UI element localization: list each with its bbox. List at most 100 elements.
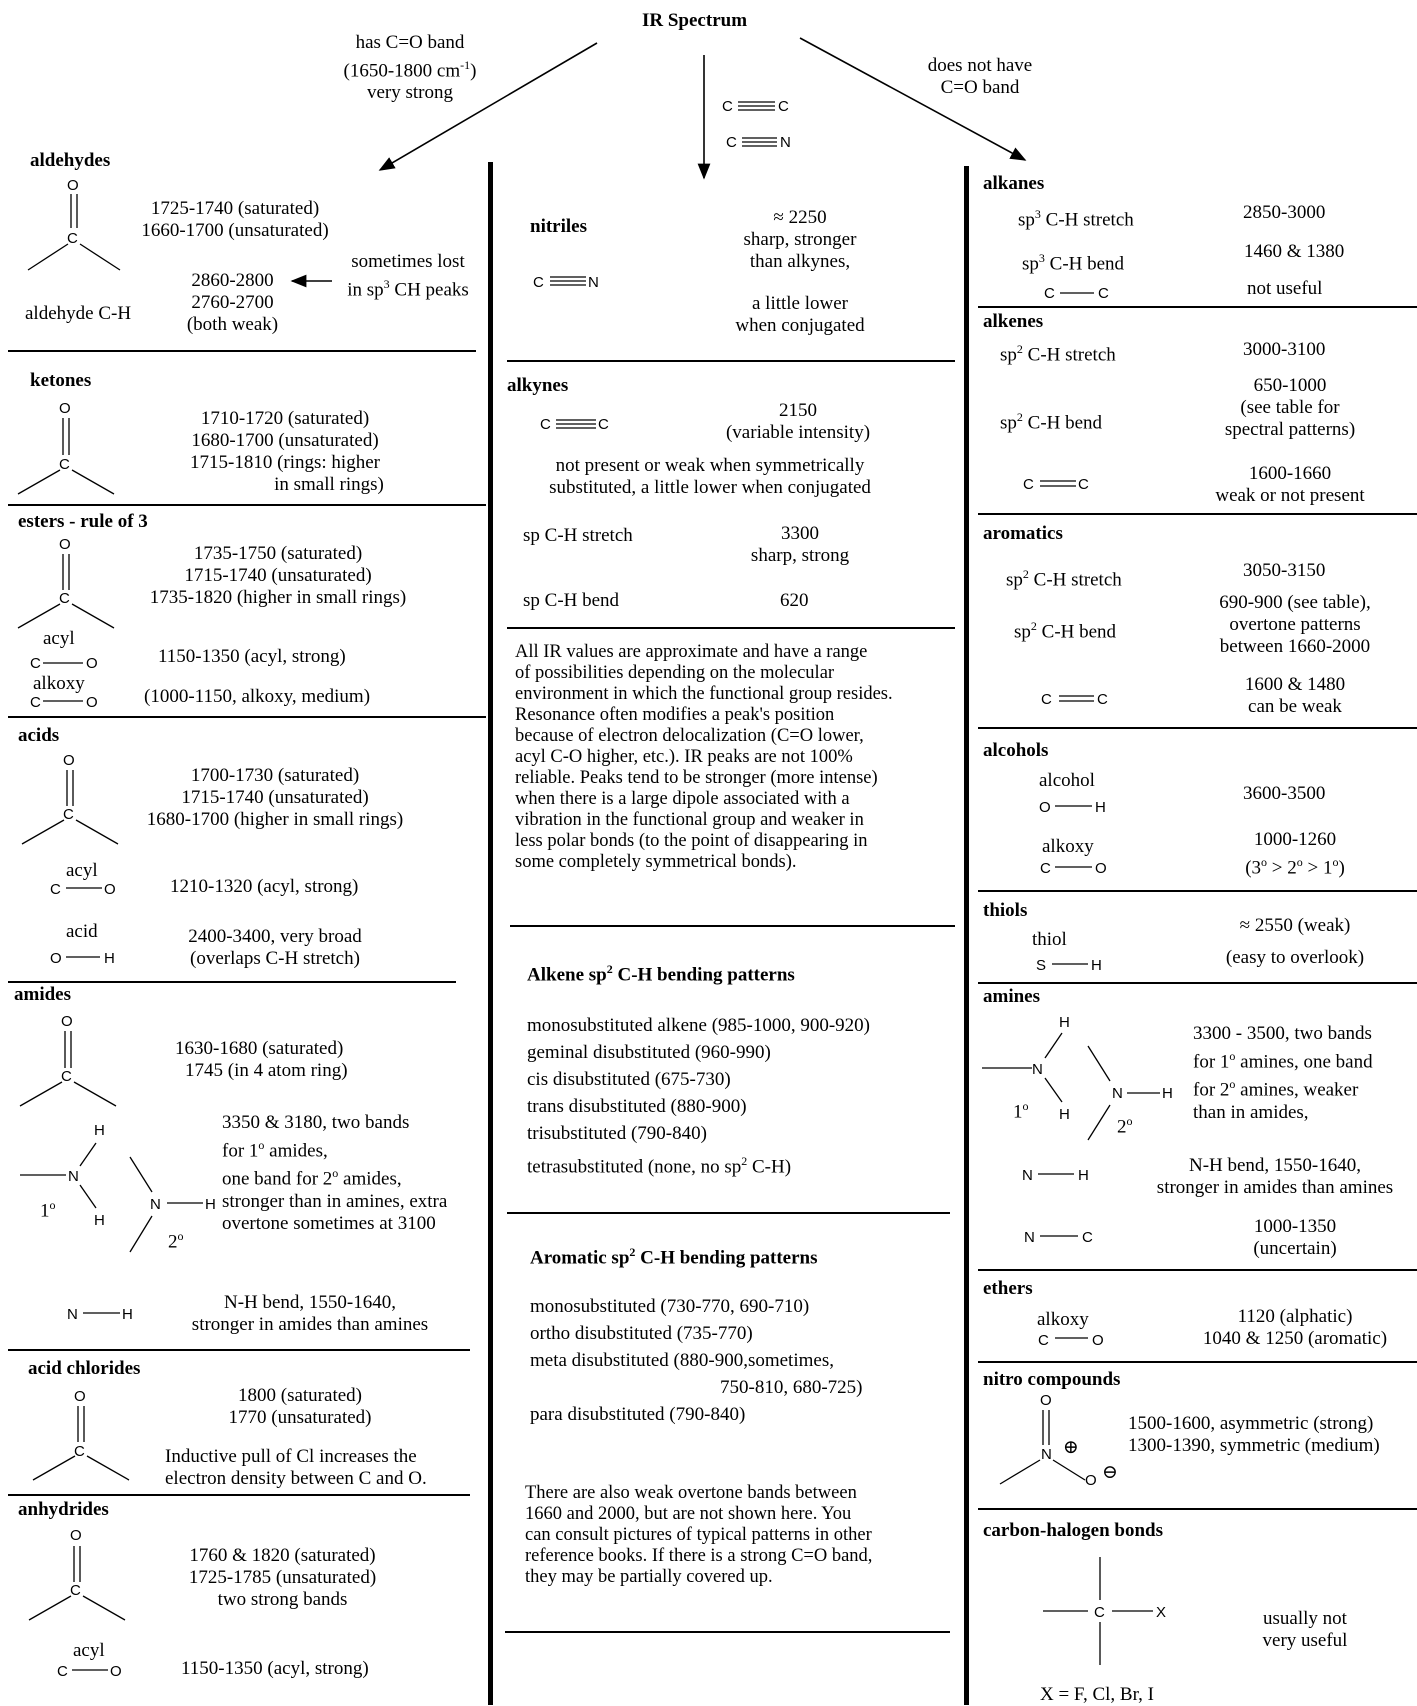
overtone-note: There are also weak overtone bands betwe… bbox=[525, 1483, 873, 1587]
alkane-stretch-label: sp3 C-H stretch bbox=[1018, 207, 1134, 231]
divider bbox=[507, 360, 955, 362]
anhydride-atom-o: O bbox=[70, 1527, 82, 1544]
ester-acyl-label: acyl bbox=[43, 628, 75, 649]
alkane-atom-c1: C bbox=[1044, 285, 1055, 302]
nitriles-heading: nitriles bbox=[530, 216, 587, 237]
anhydride-acyl-o: O bbox=[110, 1663, 122, 1680]
alkyne-values: 2150(variable intensity) bbox=[725, 400, 871, 443]
alkane-bend-label: sp3 C-H bend bbox=[1022, 251, 1125, 275]
halogen-atom-x: X bbox=[1156, 1604, 1167, 1621]
acid-oh-values: 2400-3400, very broad(overlaps C-H stret… bbox=[188, 926, 362, 969]
amine-h-bottom: H bbox=[1059, 1106, 1070, 1123]
alcohol-oh-value: 3600-3500 bbox=[1243, 783, 1326, 804]
amide-atom-c: C bbox=[61, 1068, 72, 1085]
acid-acyl-label: acyl bbox=[66, 860, 98, 881]
alkane-stretch-value: 2850-3000 bbox=[1243, 202, 1326, 223]
aromatics-heading: aromatics bbox=[983, 523, 1063, 544]
anhydride-acyl-c: C bbox=[57, 1663, 68, 1680]
divider bbox=[507, 627, 955, 629]
ester-atom-c: C bbox=[59, 590, 70, 607]
mid-alkyne-c1: C bbox=[722, 98, 733, 115]
amide-atom-o: O bbox=[61, 1013, 73, 1030]
alkyne-stretch-label: sp C-H stretch bbox=[523, 525, 633, 546]
ester-alkoxy-label: alkoxy bbox=[33, 673, 85, 694]
aldehyde-atom-c: C bbox=[67, 230, 78, 247]
thiol-atom-s: S bbox=[1036, 957, 1047, 974]
ether-atom-o: O bbox=[1092, 1332, 1104, 1349]
ester-alkoxy-o: O bbox=[86, 694, 98, 711]
acid-co-values: 1700-1730 (saturated)1715-1740 (unsatura… bbox=[146, 765, 404, 830]
alkane-atom-c2: C bbox=[1098, 285, 1109, 302]
nitro-heading: nitro compounds bbox=[983, 1369, 1121, 1390]
alkyne-atom-c2: C bbox=[598, 416, 609, 433]
amines-heading: amines bbox=[983, 986, 1040, 1007]
amide-deg2: 2o bbox=[168, 1229, 184, 1253]
divider bbox=[505, 1631, 950, 1633]
mid-nitrile-c: C bbox=[726, 134, 737, 151]
divider bbox=[978, 1508, 1417, 1510]
alcohol-co-values: 1000-1260 (3o > 2o > 1o) bbox=[1245, 829, 1345, 879]
acid-oh-o: O bbox=[50, 950, 62, 967]
page-title: IR Spectrum bbox=[642, 10, 748, 31]
amine-n2-h: H bbox=[1162, 1085, 1173, 1102]
aldehydes-heading: aldehydes bbox=[30, 150, 111, 171]
nitro-atom-n: N bbox=[1041, 1446, 1052, 1463]
amide-h-top: H bbox=[94, 1122, 105, 1139]
divider bbox=[8, 504, 486, 506]
divider bbox=[978, 890, 1417, 892]
esters-heading: esters - rule of 3 bbox=[18, 511, 148, 532]
alcohol-alkoxy-o: O bbox=[1095, 860, 1107, 877]
general-note: All IR values are approximate and have a… bbox=[515, 642, 893, 872]
amine-cn-n: N bbox=[1024, 1229, 1035, 1246]
mid-nitrile-n: N bbox=[780, 134, 791, 151]
acid-oh-h: H bbox=[104, 950, 115, 967]
amine-cn-c: C bbox=[1082, 1229, 1093, 1246]
alkane-cc-value: not useful bbox=[1247, 278, 1323, 299]
mid-alkyne-c2: C bbox=[778, 98, 789, 115]
ester-atom-o: O bbox=[59, 536, 71, 553]
divider bbox=[510, 925, 955, 927]
aromatic-patterns-list: monosubstituted (730-770, 690-710) ortho… bbox=[530, 1296, 863, 1425]
amide-h-bottom: H bbox=[94, 1212, 105, 1229]
aromatic-stretch-value: 3050-3150 bbox=[1243, 560, 1326, 581]
column-divider-left bbox=[488, 162, 493, 1705]
ethers-heading: ethers bbox=[983, 1278, 1033, 1299]
amine-bend-n: N bbox=[1022, 1167, 1033, 1184]
amine-bend-values: N-H bend, 1550-1640,stronger in amides t… bbox=[1156, 1155, 1394, 1198]
carbon-halogen-heading: carbon-halogen bonds bbox=[983, 1520, 1164, 1541]
divider bbox=[978, 1361, 1417, 1363]
amides-heading: amides bbox=[14, 984, 71, 1005]
amide-bend-values: N-H bend, 1550-1640,stronger in amides t… bbox=[191, 1292, 429, 1335]
amine-values: 3300 - 3500, two bands for 1o amines, on… bbox=[1193, 1023, 1373, 1123]
alcohols-heading: alcohols bbox=[983, 740, 1049, 761]
aromatic-patterns-heading: Aromatic sp2 C-H bending patterns bbox=[530, 1245, 818, 1269]
column-divider-right bbox=[964, 166, 969, 1705]
aromatic-atom-c1: C bbox=[1041, 691, 1052, 708]
amide-deg1: 1o bbox=[40, 1198, 56, 1222]
divider bbox=[978, 513, 1417, 515]
divider bbox=[978, 1269, 1417, 1271]
alkene-stretch-value: 3000-3100 bbox=[1243, 339, 1326, 360]
acid-acyl-o: O bbox=[104, 881, 116, 898]
amide-bend-h: H bbox=[122, 1306, 133, 1323]
acid-acyl-value: 1210-1320 (acyl, strong) bbox=[170, 876, 359, 897]
nitro-atom-o-bottom: O bbox=[1085, 1472, 1097, 1489]
alkene-bend-label: sp2 C-H bend bbox=[1000, 410, 1103, 434]
amine-h-top: H bbox=[1059, 1014, 1070, 1031]
alkene-patterns-list: monosubstituted alkene (985-1000, 900-92… bbox=[527, 1015, 871, 1178]
alcohol-alkoxy-label: alkoxy bbox=[1042, 836, 1094, 857]
ketone-values: 1710-1720 (saturated)1680-1700 (unsatura… bbox=[190, 408, 384, 495]
alkynes-heading: alkynes bbox=[507, 375, 569, 396]
thiol-values: ≈ 2550 (weak)(easy to overlook) bbox=[1225, 915, 1365, 968]
amine-n1: N bbox=[1032, 1061, 1043, 1078]
alkene-stretch-label: sp2 C-H stretch bbox=[1000, 342, 1116, 366]
divider bbox=[978, 306, 1417, 308]
alkanes-heading: alkanes bbox=[983, 173, 1045, 194]
ether-label: alkoxy bbox=[1037, 1309, 1089, 1330]
ether-values: 1120 (alphatic)1040 & 1250 (aromatic) bbox=[1202, 1306, 1388, 1349]
